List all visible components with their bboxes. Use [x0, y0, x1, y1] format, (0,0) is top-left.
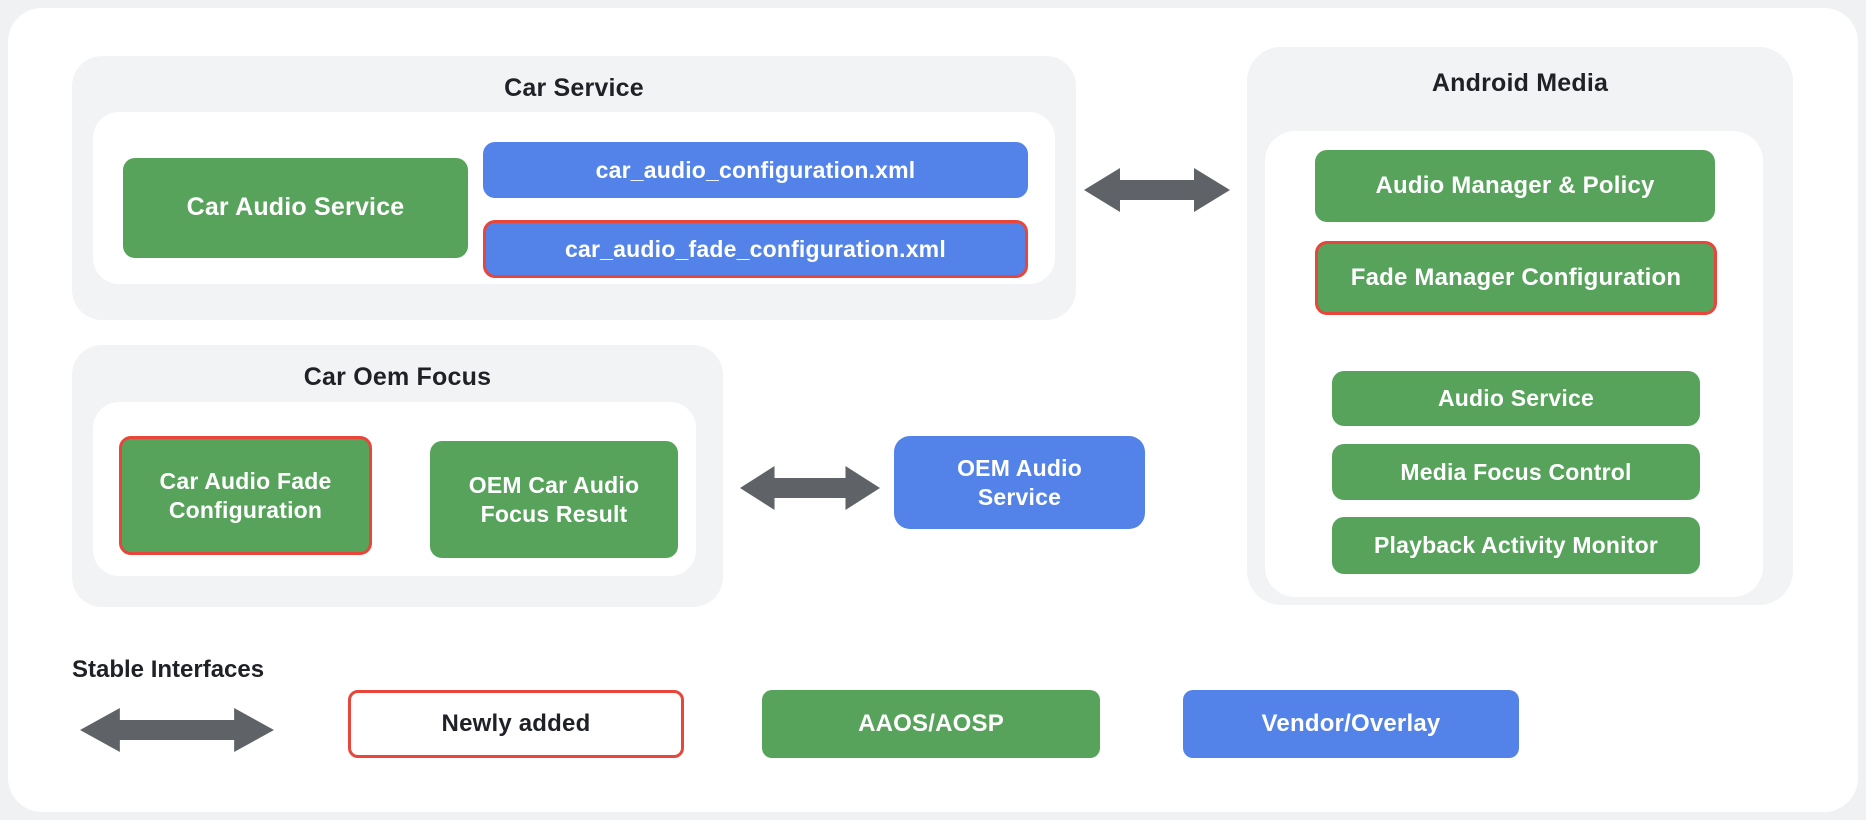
legend-aaos-aosp-box: AAOS/AOSP	[762, 690, 1100, 758]
car-service-title: Car Service	[504, 74, 644, 102]
double-arrow-icon	[1084, 168, 1230, 212]
stable-interfaces-label: Stable Interfaces	[72, 656, 265, 683]
double-arrow-icon	[80, 708, 274, 752]
car-audio-service-box: Car Audio Service	[123, 158, 468, 258]
media-focus-control-box: Media Focus Control	[1332, 444, 1700, 500]
car-oem-focus-title: Car Oem Focus	[303, 363, 492, 391]
playback-activity-monitor-box: Playback Activity Monitor	[1332, 517, 1700, 574]
android-media-title: Android Media	[1431, 69, 1609, 97]
fade-manager-configuration-box: Fade Manager Configuration	[1315, 241, 1717, 315]
car-audio-configuration-xml-box: car_audio_configuration.xml	[483, 142, 1028, 198]
oem-audio-service-box: OEM Audio Service	[894, 436, 1145, 529]
car-audio-fade-configuration-xml-box: car_audio_fade_configuration.xml	[483, 220, 1028, 278]
legend-newly-added-box: Newly added	[348, 690, 684, 758]
audio-service-box: Audio Service	[1332, 371, 1700, 426]
car-audio-fade-configuration-box: Car Audio Fade Configuration	[119, 436, 372, 555]
double-arrow-icon	[740, 466, 880, 510]
oem-car-audio-focus-result-box: OEM Car Audio Focus Result	[430, 441, 678, 558]
audio-manager-policy-box: Audio Manager & Policy	[1315, 150, 1715, 222]
legend-vendor-overlay-box: Vendor/Overlay	[1183, 690, 1519, 758]
